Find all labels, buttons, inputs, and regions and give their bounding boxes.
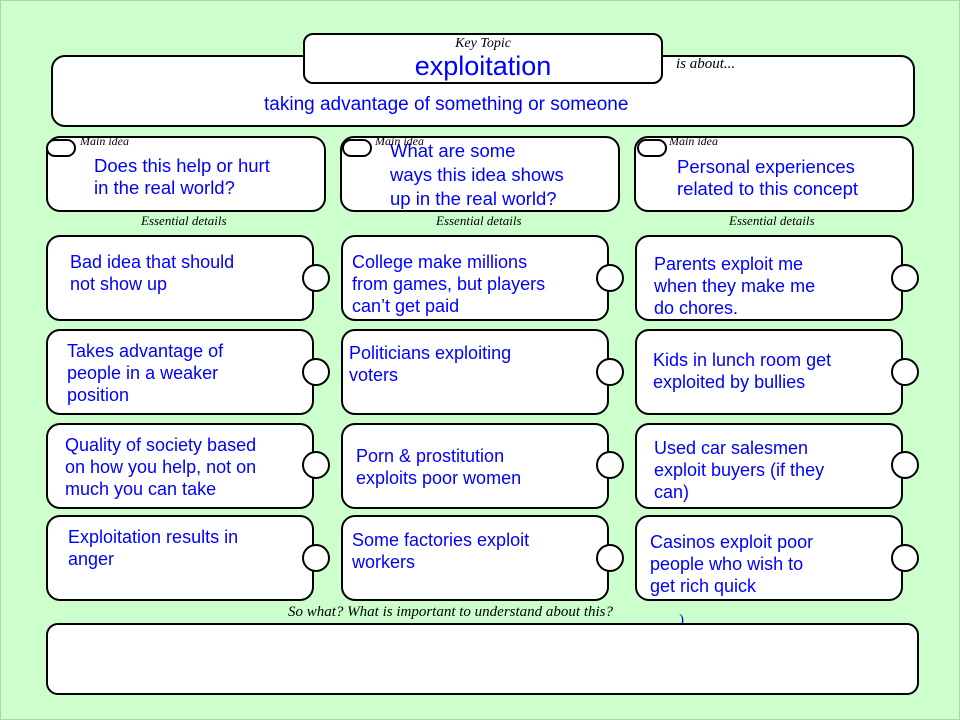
detail-box: Quality of society based on how you help… xyxy=(46,423,314,509)
detail-box: College make millions from games, but pl… xyxy=(341,235,609,321)
detail-text: Takes advantage of people in a weaker po… xyxy=(67,341,224,405)
main-idea-tab-1 xyxy=(46,139,76,157)
so-what-label: So what? What is important to understand… xyxy=(288,604,614,620)
detail-text: Quality of society based on how you help… xyxy=(65,435,257,499)
key-topic-term: exploitation xyxy=(414,51,552,81)
connector-circle xyxy=(891,358,919,386)
detail-box: Casinos exploit poor people who wish to … xyxy=(635,515,903,601)
essential-details-label-1: Essential details xyxy=(141,213,227,228)
connector-circle xyxy=(596,544,624,572)
main-idea-label-3: Main idea xyxy=(669,134,718,148)
main-idea-tab-2 xyxy=(342,139,372,157)
detail-text: College make millions from games, but pl… xyxy=(352,252,546,316)
detail-text: Some factories exploit workers xyxy=(352,530,530,572)
detail-box: Some factories exploit workers xyxy=(341,515,609,601)
key-topic-box: Key Topic exploitation xyxy=(303,33,663,84)
connector-circle xyxy=(596,451,624,479)
main-idea-box-1: Does this help or hurt in the real world… xyxy=(46,136,326,212)
connector-circle xyxy=(596,264,624,292)
detail-box: Politicians exploiting voters xyxy=(341,329,609,415)
detail-text: Porn & prostitution exploits poor women xyxy=(356,446,522,488)
connector-circle xyxy=(302,358,330,386)
detail-text: Politicians exploiting voters xyxy=(349,343,512,385)
detail-text: Kids in lunch room get exploited by bull… xyxy=(653,350,832,392)
essential-details-label-3: Essential details xyxy=(729,213,815,228)
connector-circle xyxy=(596,358,624,386)
detail-box: Exploitation results in anger xyxy=(46,515,314,601)
connector-circle xyxy=(302,544,330,572)
connector-circle xyxy=(302,264,330,292)
detail-text: Casinos exploit poor people who wish to … xyxy=(650,532,814,596)
detail-box: Parents exploit me when they make me do … xyxy=(635,235,903,321)
main-idea-box-2: What are some ways this idea shows up in… xyxy=(340,136,620,212)
main-idea-text-1: Does this help or hurt in the real world… xyxy=(94,155,270,198)
topic-definition: taking advantage of something or someone xyxy=(264,94,629,115)
detail-box: Bad idea that should not show up xyxy=(46,235,314,321)
stray-pen-mark: ) xyxy=(679,612,684,628)
connector-circle xyxy=(891,544,919,572)
detail-text: Used car salesmen exploit buyers (if the… xyxy=(654,438,825,502)
key-topic-label: Key Topic xyxy=(455,36,511,51)
detail-box: Kids in lunch room get exploited by bull… xyxy=(635,329,903,415)
detail-box: Takes advantage of people in a weaker po… xyxy=(46,329,314,415)
detail-text: Bad idea that should not show up xyxy=(70,252,235,294)
essential-details-label-2: Essential details xyxy=(436,213,522,228)
is-about-label: is about... xyxy=(676,56,736,72)
connector-circle xyxy=(891,264,919,292)
main-idea-text-3: Personal experiences related to this con… xyxy=(677,156,858,199)
detail-text: Parents exploit me when they make me do … xyxy=(654,254,816,318)
main-idea-label-2: Main idea xyxy=(375,134,424,148)
connector-circle xyxy=(891,451,919,479)
main-idea-label-1: Main idea xyxy=(80,134,129,148)
detail-text: Exploitation results in anger xyxy=(68,527,239,569)
so-what-answer-box[interactable] xyxy=(46,623,919,695)
main-idea-tab-3 xyxy=(637,139,667,157)
detail-box: Porn & prostitution exploits poor women xyxy=(341,423,609,509)
connector-circle xyxy=(302,451,330,479)
main-idea-box-3: Personal experiences related to this con… xyxy=(634,136,914,212)
detail-box: Used car salesmen exploit buyers (if the… xyxy=(635,423,903,509)
main-idea-text-2: What are some ways this idea shows up in… xyxy=(390,140,564,209)
